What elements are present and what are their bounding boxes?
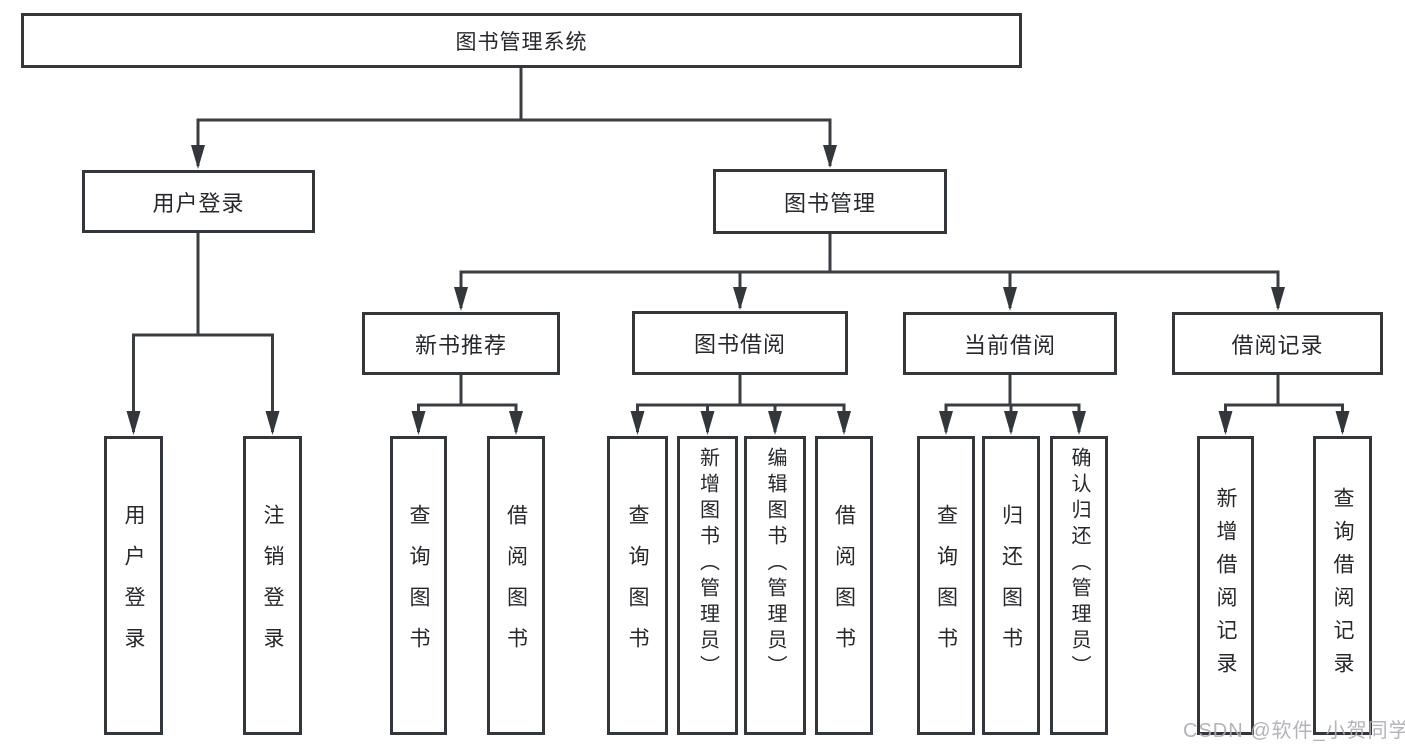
- node-book-borrowing: 图书借阅: [632, 311, 848, 375]
- leaf-nbr-borrow-books: 借阅图书: [487, 436, 545, 735]
- node-label: 当前借阅: [963, 332, 1056, 358]
- node-new-book-recommendation: 新书推荐: [362, 312, 560, 375]
- leaf-cb-confirm-return-admin: 确认归还（管理员）: [1050, 436, 1108, 735]
- node-label: 查询图书: [934, 503, 958, 668]
- csdn-watermark: CSDN @软件_小贺同学: [1183, 720, 1405, 742]
- node-label: 图书管理系统: [455, 30, 588, 54]
- node-label: 借阅图书: [504, 503, 528, 668]
- node-label: 编辑图书（管理员）: [764, 447, 786, 681]
- node-label: 图书借阅: [693, 332, 786, 357]
- node-label: 查询图书: [407, 503, 430, 668]
- node-label: 注销登录: [261, 503, 284, 668]
- leaf-nbr-query-books: 查询图书: [390, 436, 447, 735]
- node-label: 归还图书: [999, 503, 1023, 668]
- node-label: 新书推荐: [414, 332, 507, 358]
- leaf-br-add-record: 新增借阅记录: [1197, 436, 1254, 735]
- leaf-bb-add-books-admin: 新增图书（管理员）: [677, 436, 738, 735]
- node-label: 借阅记录: [1231, 332, 1324, 358]
- node-borrowing-records: 借阅记录: [1172, 312, 1383, 375]
- node-book-management: 图书管理: [713, 169, 947, 234]
- leaf-bb-query-books: 查询图书: [607, 436, 668, 735]
- node-label: 确认归还（管理员）: [1068, 447, 1090, 681]
- leaf-logout: 注销登录: [243, 436, 302, 735]
- leaf-cb-query-books: 查询图书: [917, 436, 975, 735]
- leaf-br-query-record: 查询借阅记录: [1313, 436, 1372, 735]
- leaf-cb-return-books: 归还图书: [982, 436, 1040, 735]
- node-user-login: 用户登录: [82, 170, 315, 233]
- node-label: 新增借阅记录: [1214, 486, 1237, 685]
- leaf-user-login: 用户登录: [104, 436, 163, 735]
- leaf-bb-edit-books-admin: 编辑图书（管理员）: [744, 436, 806, 735]
- leaf-bb-borrow-books: 借阅图书: [815, 436, 873, 735]
- node-label: 图书管理: [783, 190, 876, 216]
- node-current-borrowing: 当前借阅: [903, 312, 1117, 375]
- node-label: 新增图书（管理员）: [696, 447, 719, 681]
- node-library-management-system: 图书管理系统: [21, 13, 1022, 68]
- node-label: 查询图书: [626, 503, 649, 668]
- node-label: 用户登录: [152, 190, 245, 216]
- node-label: 用户登录: [122, 503, 145, 668]
- node-label: 借阅图书: [832, 503, 856, 668]
- node-label: 查询借阅记录: [1331, 486, 1354, 685]
